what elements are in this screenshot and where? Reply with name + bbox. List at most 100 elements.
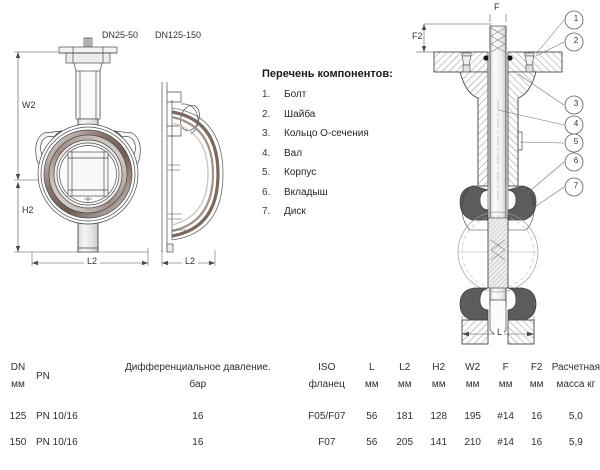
table-header-row: DN мм PN Дифференциальное давление. бар … bbox=[0, 360, 600, 404]
cell-w2: 210 bbox=[464, 437, 481, 448]
cell-pn: PN 10/16 bbox=[35, 437, 78, 448]
components-items: 1. Болт 2. Шайба 3. Кольцо О-сечения 4. … bbox=[262, 89, 442, 217]
label-dn25-50: DN25-50 bbox=[102, 30, 139, 40]
cell-mass: 5,9 bbox=[568, 437, 583, 448]
cell-f2: 16 bbox=[531, 411, 543, 422]
col-header-iso-line1: ISO bbox=[318, 362, 336, 373]
col-header-f: F мм bbox=[490, 360, 522, 404]
cell-h2: 128 bbox=[430, 411, 448, 422]
cell-l2: 181 bbox=[396, 411, 414, 422]
col-header-w2-line1: W2 bbox=[465, 362, 481, 373]
specification-table: DN мм PN Дифференциальное давление. бар … bbox=[0, 360, 600, 456]
list-item-number: 5. bbox=[262, 167, 271, 178]
cell-iso: F07 bbox=[318, 437, 336, 448]
cell-dp: 16 bbox=[192, 437, 204, 448]
col-header-iso-line2: фланец bbox=[308, 378, 345, 390]
col-header-f-line1: F bbox=[502, 362, 509, 373]
col-header-mass-line1: Расчетная bbox=[551, 362, 600, 373]
col-header-l: L мм bbox=[356, 360, 388, 404]
list-item-label: Болт bbox=[284, 89, 307, 100]
col-header-f2-line2: мм bbox=[529, 378, 544, 390]
dimension-f2: F2 bbox=[412, 31, 423, 41]
callout-1: 1 bbox=[573, 14, 579, 23]
list-item-number: 4. bbox=[262, 147, 271, 159]
cell-dn: 150 bbox=[9, 437, 27, 448]
spec-table-head: DN мм PN Дифференциальное давление. бар … bbox=[0, 360, 600, 404]
col-header-iso-flange: ISO фланец bbox=[298, 360, 356, 404]
right-section-drawing bbox=[416, 10, 584, 345]
callout-7: 7 bbox=[573, 181, 579, 190]
list-item-label: Корпус bbox=[284, 167, 317, 178]
list-item-label: Шайба bbox=[284, 108, 316, 120]
col-header-dn-line2: мм bbox=[11, 378, 25, 390]
left-valve-drawing bbox=[14, 37, 224, 266]
spec-table-element: DN мм PN Дифференциальное давление. бар … bbox=[0, 360, 600, 456]
list-item-label: Диск bbox=[284, 206, 306, 217]
list-item: 5. Корпус bbox=[262, 167, 442, 178]
cell-mass: 5,0 bbox=[568, 411, 583, 422]
list-item-label: Вкладыш bbox=[284, 186, 328, 198]
col-header-w2-line2: мм bbox=[465, 378, 480, 390]
dimension-w2: W2 bbox=[22, 100, 36, 110]
list-item-label: Вал bbox=[284, 147, 303, 159]
list-item: 2. Шайба bbox=[262, 109, 442, 120]
cell-f2: 16 bbox=[531, 437, 543, 448]
col-header-calculated-mass: Расчетная масса кг bbox=[552, 360, 600, 404]
components-list-title: Перечень компонентов: bbox=[262, 68, 393, 80]
list-item-number: 6. bbox=[262, 186, 271, 198]
dimension-l2-side: L2 bbox=[182, 256, 199, 266]
callout-6: 6 bbox=[573, 156, 579, 165]
cell-iso: F05/F07 bbox=[308, 411, 346, 422]
callout-3: 3 bbox=[573, 99, 579, 108]
table-row: 125 PN 10/16 16 F05/F07 56 181 128 195 #… bbox=[0, 404, 600, 430]
dimension-l: L bbox=[495, 327, 505, 337]
col-header-f2: F2 мм bbox=[522, 360, 552, 404]
col-header-dn-line1: DN bbox=[10, 362, 26, 373]
col-header-dp-line2: бар bbox=[189, 378, 207, 390]
cell-h2: 141 bbox=[430, 437, 448, 448]
col-header-l2-line1: L2 bbox=[399, 362, 411, 373]
list-item-number: 7. bbox=[262, 206, 271, 217]
cell-f: #14 bbox=[497, 411, 514, 422]
col-header-pn-line1: PN bbox=[35, 371, 50, 382]
cell-l: 56 bbox=[366, 411, 378, 422]
cell-dp: 16 bbox=[192, 411, 204, 422]
col-header-differential-pressure: Дифференциальное давление. бар bbox=[98, 360, 298, 404]
dimension-h2: H2 bbox=[22, 205, 34, 215]
cell-pn: PN 10/16 bbox=[35, 411, 78, 422]
col-header-w2: W2 мм bbox=[456, 360, 490, 404]
list-item: 3. Кольцо О-сечения bbox=[262, 128, 442, 139]
callout-5: 5 bbox=[573, 137, 579, 146]
callout-2: 2 bbox=[573, 36, 579, 45]
dimension-f: F bbox=[494, 2, 500, 12]
components-list: Перечень компонентов: 1. Болт 2. Шайба 3… bbox=[262, 68, 442, 226]
col-header-l-line1: L bbox=[368, 362, 375, 373]
col-header-h2-line2: мм bbox=[431, 378, 446, 390]
list-item-number: 3. bbox=[262, 128, 271, 139]
dimension-l2-front: L2 bbox=[84, 256, 101, 266]
label-dn125-150: DN125-150 bbox=[155, 30, 202, 40]
list-item-label: Кольцо О-сечения bbox=[284, 128, 369, 139]
col-header-pn: PN bbox=[36, 360, 98, 404]
col-header-f2-line1: F2 bbox=[530, 362, 543, 373]
list-item: 1. Болт bbox=[262, 89, 442, 100]
list-item: 4. Вал bbox=[262, 148, 442, 159]
spec-table-body: 125 PN 10/16 16 F05/F07 56 181 128 195 #… bbox=[0, 404, 600, 456]
col-header-dn: DN мм bbox=[0, 360, 36, 404]
list-item-number: 1. bbox=[262, 89, 271, 100]
cell-w2: 195 bbox=[464, 411, 481, 422]
callout-4: 4 bbox=[573, 119, 579, 128]
col-header-h2-line1: H2 bbox=[432, 362, 446, 373]
col-header-mass-line2: масса кг bbox=[556, 378, 596, 390]
col-header-l2-line2: мм bbox=[397, 378, 412, 390]
cell-l: 56 bbox=[366, 437, 378, 448]
col-header-l2: L2 мм bbox=[388, 360, 422, 404]
col-header-dp-line1: Дифференциальное давление. bbox=[125, 362, 271, 373]
list-item-number: 2. bbox=[262, 108, 271, 120]
list-item: 6. Вкладыш bbox=[262, 187, 442, 198]
cell-f: #14 bbox=[497, 437, 514, 448]
list-item: 7. Диск bbox=[262, 206, 442, 217]
col-header-h2: H2 мм bbox=[422, 360, 456, 404]
table-row: 150 PN 10/16 16 F07 56 205 141 210 #14 1… bbox=[0, 430, 600, 456]
